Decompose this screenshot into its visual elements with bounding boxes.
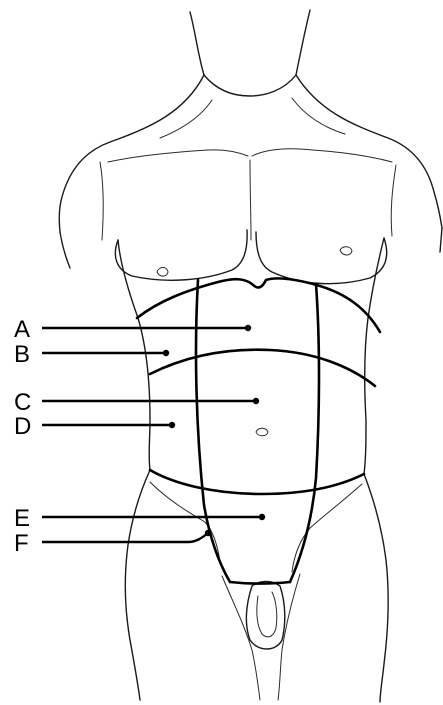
leader-dot-e: [259, 514, 265, 520]
trapezius-right: [292, 98, 345, 134]
deltoid-right: [391, 165, 396, 236]
pectoral-left: [115, 230, 247, 280]
nipple-left: [157, 268, 168, 277]
torso-side-right: [364, 238, 384, 474]
nipple-right: [340, 247, 352, 255]
label-c: C: [14, 389, 31, 416]
hip-right: [364, 474, 388, 702]
arm-right: [440, 228, 442, 252]
neck-left: [190, 12, 204, 75]
hip-left: [125, 470, 150, 700]
groin-right: [292, 484, 362, 572]
leader-dot-a: [245, 325, 251, 331]
subcostal-plane-line: [150, 350, 375, 386]
label-f: F: [14, 530, 29, 557]
region-labels: A B C D E F: [14, 316, 31, 557]
torso-outline: [59, 10, 442, 702]
torso-side-left: [118, 240, 150, 470]
trapezius-left: [160, 100, 212, 138]
inner-leg-left: [222, 576, 260, 700]
label-b: B: [14, 341, 30, 368]
midclavicular-line-right: [290, 284, 319, 582]
leader-line-f: [42, 533, 208, 542]
neck-right: [296, 10, 310, 75]
deltoid-left: [100, 162, 103, 240]
region-boundaries: [137, 278, 380, 583]
umbilicus: [256, 428, 268, 436]
neck-base: [204, 75, 296, 96]
leader-lines: [42, 325, 265, 542]
sternum-line: [250, 160, 251, 240]
arm-left: [60, 232, 70, 268]
label-a: A: [14, 316, 30, 343]
costal-margin-line: [137, 278, 380, 332]
shoulder-right: [296, 75, 442, 228]
label-e: E: [14, 505, 30, 532]
leader-dot-c: [253, 398, 259, 404]
pectoral-right: [256, 232, 387, 284]
intertubercular-plane-line: [150, 470, 364, 494]
shoulder-left: [59, 75, 204, 232]
inner-leg-right: [278, 574, 300, 700]
clavicle-left: [108, 150, 248, 162]
groin-left: [150, 482, 220, 562]
genital-outline: [246, 582, 284, 650]
clavicle-right: [252, 149, 392, 162]
leader-dot-b: [163, 350, 169, 356]
label-d: D: [14, 413, 31, 440]
genital-inner: [257, 592, 277, 637]
leader-dot-f: [205, 530, 211, 536]
leader-dot-d: [169, 422, 175, 428]
